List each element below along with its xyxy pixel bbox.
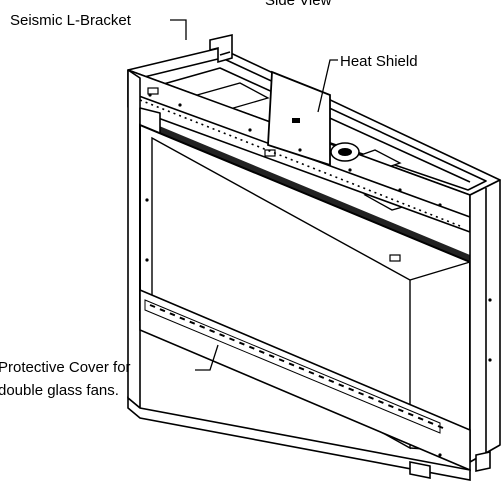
seismic-bracket-label: Seismic L-Bracket [10, 12, 132, 29]
louver-slot [268, 354, 275, 358]
louver-slot [368, 395, 374, 400]
louver-slot [199, 324, 206, 329]
louver-slot [318, 375, 325, 379]
protective-cover-label-line2: double glass fans. [0, 382, 119, 399]
heat-shield [267, 70, 360, 167]
screw-dots [145, 87, 492, 457]
seismic-l-bracket [209, 33, 233, 64]
louver-slot [239, 341, 245, 346]
louver-slot [348, 387, 354, 392]
louver-slot [417, 416, 424, 421]
louver-slots [149, 304, 444, 429]
seismic-bracket-leader [170, 19, 187, 40]
right-end-panel [469, 179, 501, 463]
louver-slot [189, 320, 196, 325]
louver-slot [407, 412, 414, 417]
louver-slot [159, 308, 166, 313]
louver-slot [378, 400, 384, 404]
louver-slot [387, 404, 394, 409]
louver-slot [397, 408, 404, 413]
louver-slot [179, 316, 186, 321]
base-and-feet [127, 396, 491, 481]
louver-slot [258, 349, 265, 354]
header-dark-strip [140, 118, 470, 262]
protective-cover-label-line1: Protective Cover for [0, 359, 131, 376]
louver-slot [149, 304, 156, 308]
louver-slot [169, 312, 176, 317]
louver-slot [229, 337, 235, 342]
louver-slot [278, 358, 285, 363]
louver-slot [209, 329, 215, 333]
heat-shield-leader [317, 59, 338, 113]
louver-slot [248, 345, 255, 350]
glass-front [139, 123, 471, 454]
louver-slot [437, 425, 444, 429]
louver-slot [338, 383, 345, 388]
louver-slot [427, 420, 434, 425]
louver-slot [328, 379, 335, 384]
header-partial-text: Side View [265, 0, 332, 9]
louver-slot [298, 366, 305, 371]
louver-slot [288, 362, 295, 367]
louver-slot [358, 391, 364, 396]
protective-cover-leader [195, 344, 219, 371]
heat-shield-label: Heat Shield [340, 53, 418, 70]
louver-slot [219, 333, 225, 338]
louver-slot [308, 370, 315, 375]
